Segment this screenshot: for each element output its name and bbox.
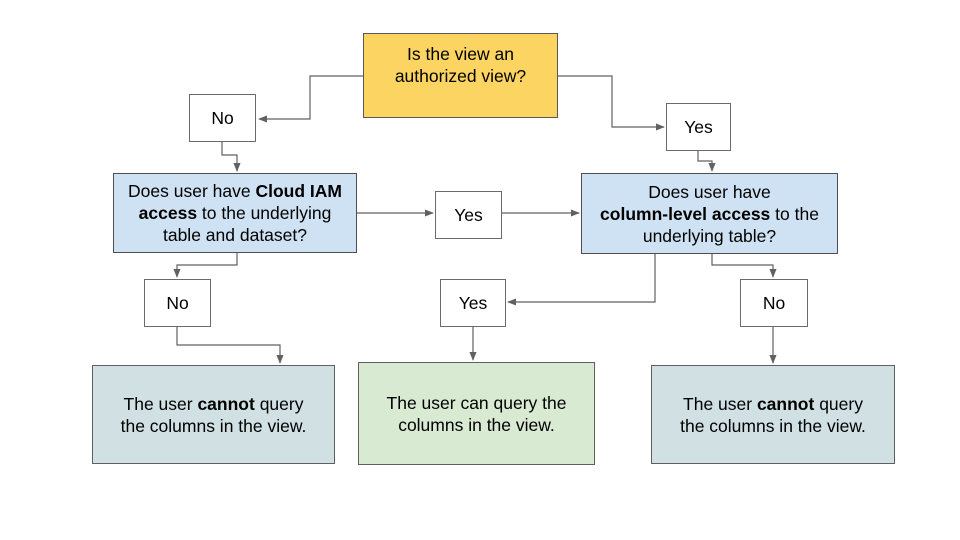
branch-no-column-level: No [740, 279, 808, 327]
question-column-level-access: Does user have column-level access to th… [581, 173, 838, 254]
branch-yes-authorized-label: Yes [684, 117, 713, 137]
branch-yes-column-level: Yes [440, 279, 506, 327]
question-cloud-iam-access: Does user have Cloud IAM access to the u… [113, 173, 357, 253]
outcome-cannot-query-left: The user cannot query the columns in the… [92, 365, 335, 464]
connector-columnlevel-to-yes2 [507, 254, 656, 306]
branch-no-authorized-label: No [211, 108, 234, 128]
branch-no-authorized: No [189, 94, 256, 142]
outcome-cannot-query-right: The user cannot query the columns in the… [651, 365, 895, 464]
connector-cloudiam-to-no2 [173, 253, 238, 278]
connector-no2-to-outcome-left [176, 327, 284, 364]
branch-yes-iam-label: Yes [454, 205, 483, 225]
outcome-can-query: The user can query the columns in the vi… [358, 362, 595, 465]
branch-no-iam-label: No [166, 293, 189, 313]
branch-no-iam: No [144, 279, 211, 327]
connector-yes-to-columnlevel [697, 151, 716, 172]
decision-authorized-view-line2: authorized view? [394, 66, 527, 86]
decision-authorized-view-line1: Is the view an [407, 44, 514, 64]
decision-authorized-view: Is the view an authorized view? [363, 33, 558, 118]
branch-yes-iam: Yes [435, 191, 502, 239]
branch-yes-column-level-label: Yes [458, 293, 488, 313]
connector-no-to-cloudiam [221, 142, 241, 172]
branch-no-column-level-label: No [762, 293, 786, 313]
branch-yes-authorized: Yes [666, 103, 731, 151]
connector-root-to-yes [558, 75, 665, 131]
connector-root-to-no [258, 75, 363, 123]
connector-columnlevel-to-no3 [711, 254, 777, 278]
